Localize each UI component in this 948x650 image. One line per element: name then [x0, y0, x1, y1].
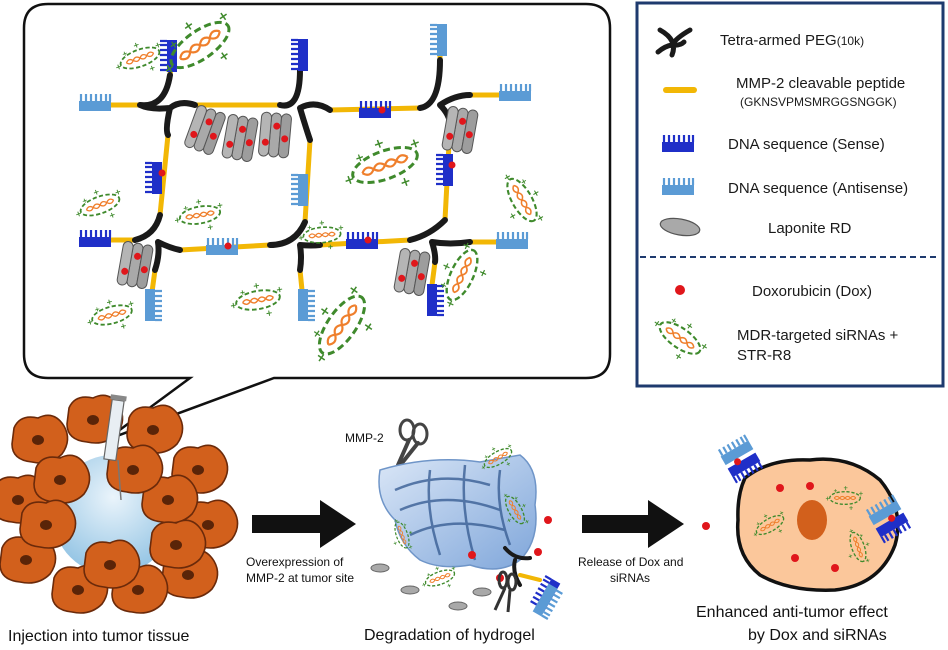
- arrow2-label-line1: Release of Dox and: [578, 555, 683, 569]
- degraded-hydrogel: [370, 437, 565, 621]
- arrow-overexpression: [252, 500, 356, 548]
- arrow-release: [582, 500, 710, 548]
- legend-label-peptide-seq: (GKNSVPMSMRGGSNGGK): [740, 95, 897, 109]
- arrow1-label-line2: MMP-2 at tumor site: [246, 571, 354, 585]
- legend-label-peptide: MMP-2 cleavable peptide: [736, 75, 905, 92]
- caption-injection: Injection into tumor tissue: [8, 628, 190, 645]
- dox-icon: [675, 285, 685, 295]
- legend-label-peg: Tetra-armed PEG(10k): [720, 32, 864, 49]
- enzyme-label: MMP-2: [345, 431, 384, 445]
- peg-icon: [655, 27, 693, 58]
- arrow2-label-line2: siRNAs: [610, 571, 650, 585]
- caption-degradation: Degradation of hydrogel: [364, 627, 535, 644]
- hydrogel-network: [68, 0, 555, 381]
- target-tumor-cell: [716, 433, 913, 592]
- legend-label-dna-sense: DNA sequence (Sense): [728, 136, 885, 153]
- legend-label-laponite: Laponite RD: [768, 220, 852, 237]
- legend-label-sirna-2: STR-R8: [737, 347, 791, 364]
- tumor-tissue: [0, 394, 239, 614]
- legend-label-peg-sub: (10k): [837, 34, 864, 48]
- hydrogel-zoom-bubble: [22, 2, 612, 442]
- legend-label-dna-antisense: DNA sequence (Antisense): [728, 180, 908, 197]
- caption-effect-line1: Enhanced anti-tumor effect: [696, 604, 888, 621]
- legend-label-sirna: MDR-targeted siRNAs +: [737, 327, 899, 344]
- scissors-icon: [396, 418, 429, 467]
- caption-effect-line2: by Dox and siRNAs: [748, 627, 887, 644]
- laponite-icon: [659, 217, 701, 237]
- legend-label-dox: Doxorubicin (Dox): [752, 283, 872, 300]
- syringe-icon: [103, 394, 127, 501]
- arrow1-label-line1: Overexpression of: [246, 555, 344, 569]
